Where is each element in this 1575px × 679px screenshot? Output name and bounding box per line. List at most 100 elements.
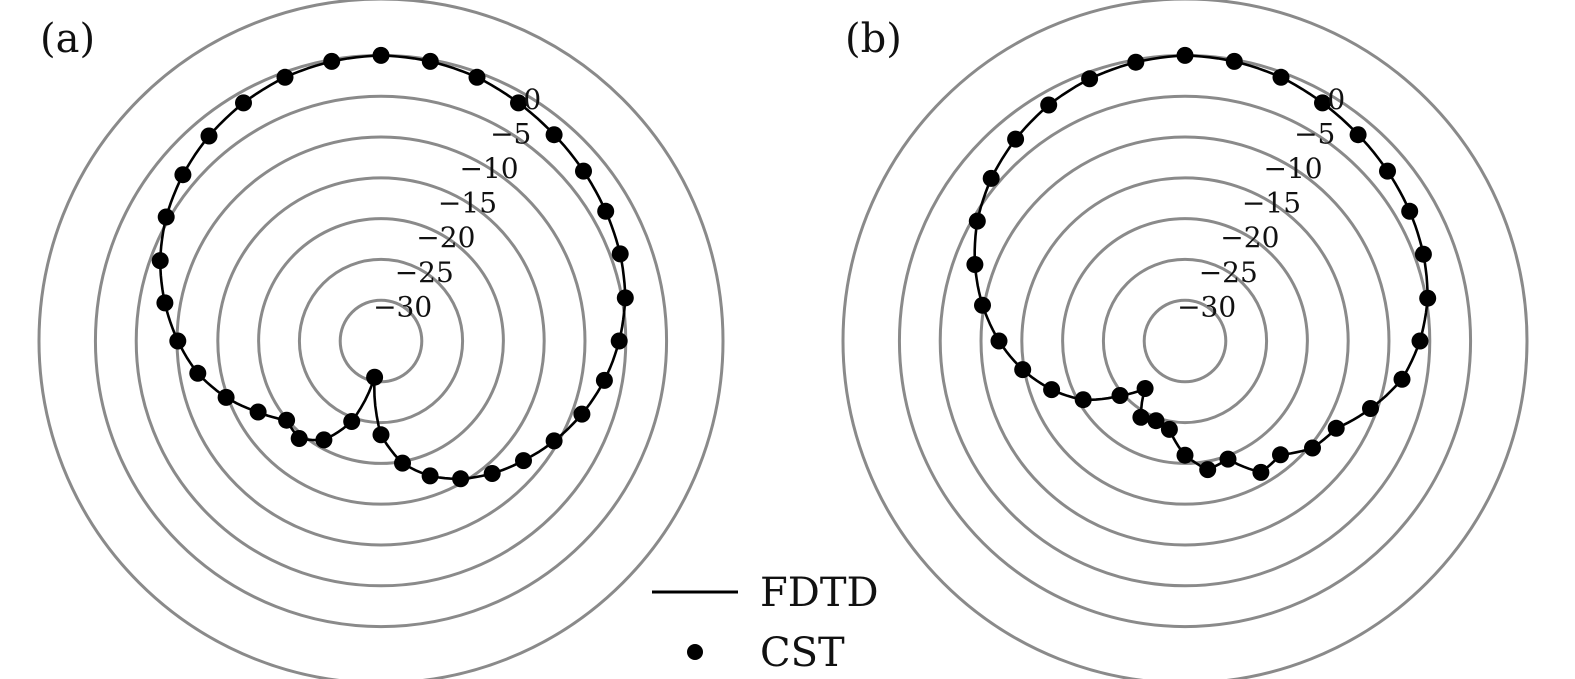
series-point-cst <box>1136 380 1154 397</box>
series-point-cst <box>1225 52 1243 70</box>
series-point-cst <box>545 432 563 450</box>
grid-ring <box>1061 217 1309 465</box>
grid-ring <box>979 135 1391 547</box>
radial-tick-label: −10 <box>460 152 519 185</box>
series-point-cst <box>1111 387 1129 404</box>
series-point-cst <box>1081 70 1099 88</box>
series-point-cst <box>323 52 341 70</box>
series-point-cst <box>421 52 439 70</box>
radial-tick-label: 0 <box>523 83 541 116</box>
series-point-cst <box>510 94 527 112</box>
series-point-cst <box>372 46 390 64</box>
series-point-cst <box>1393 370 1411 388</box>
traces-a <box>151 46 634 488</box>
radial-tick-labels-a: 0−5−10−15−20−25−30 <box>373 83 541 324</box>
series-point-cst <box>597 202 615 220</box>
grid-ring <box>1020 176 1350 506</box>
series-point-cst <box>1401 202 1419 220</box>
grid-ring <box>1142 298 1228 384</box>
series-point-cst <box>452 470 470 488</box>
series-point-cst <box>1349 126 1367 144</box>
series-point-cst <box>1379 162 1396 180</box>
series-point-cst <box>366 368 384 386</box>
series-point-cst <box>1314 94 1331 112</box>
series-point-cst <box>1160 420 1178 438</box>
radial-tick-label: −20 <box>416 221 475 254</box>
series-point-cst <box>189 364 207 382</box>
legend-fdtd-label: FDTD <box>760 570 879 616</box>
radial-tick-label: −15 <box>438 187 497 220</box>
radial-tick-label: −30 <box>1177 290 1236 323</box>
legend-cst-marker-swatch <box>687 644 703 660</box>
series-point-cst <box>468 68 486 86</box>
panel-label-a: (a) <box>40 16 95 62</box>
series-point-cst <box>610 332 628 350</box>
series-point-cst <box>156 294 174 312</box>
series-point-cst <box>545 126 563 144</box>
series-point-cst <box>421 467 439 485</box>
series-point-cst <box>1176 446 1194 464</box>
series-point-cst <box>483 465 501 482</box>
series-point-cst <box>1327 419 1345 437</box>
series-line-fdtd <box>158 54 627 481</box>
series-point-cst <box>169 332 187 350</box>
polar-panel-b: (b) 0−5−10−15−20−25−30 <box>841 0 1529 679</box>
series-point-cst <box>515 452 532 470</box>
radial-tick-label: −25 <box>395 256 454 289</box>
radial-tick-label: −5 <box>1294 117 1335 150</box>
series-point-cst <box>1132 408 1150 426</box>
grid-ring <box>897 53 1473 629</box>
series-point-cst <box>968 212 986 230</box>
series-point-cst <box>249 403 267 421</box>
series-point-cst <box>1199 461 1217 479</box>
series-point-cst <box>1043 381 1061 399</box>
series-point-cst <box>1272 68 1290 86</box>
series-point-cst <box>343 413 361 430</box>
radial-tick-label: −30 <box>373 290 432 323</box>
grid-ring <box>938 94 1432 588</box>
series-point-cst <box>1272 446 1289 464</box>
series-point-cst <box>315 431 333 449</box>
series-point-cst <box>982 169 1000 187</box>
series-point-cst <box>1362 400 1379 417</box>
series-point-cst <box>200 127 218 145</box>
grid-ring <box>297 257 465 425</box>
series-point-cst <box>1147 412 1165 430</box>
series-point-cst <box>1219 450 1237 468</box>
series-point-cst <box>290 430 308 447</box>
grid-ring <box>175 135 587 547</box>
outer-grid-ring <box>37 0 725 679</box>
series-point-cst <box>151 252 169 270</box>
series-point-cst <box>595 371 613 389</box>
series-point-cst <box>157 208 175 226</box>
traces-b <box>966 46 1437 481</box>
series-point-cst <box>990 332 1008 350</box>
series-point-cst <box>1007 130 1025 148</box>
grid-ring <box>257 217 505 465</box>
series-point-cst <box>1040 96 1058 114</box>
series-point-cst <box>394 454 411 472</box>
legend: FDTD CST <box>652 570 879 676</box>
grid-ring <box>134 94 628 588</box>
series-point-cst <box>278 411 296 429</box>
outer-grid-ring <box>841 0 1529 679</box>
series-point-cst <box>611 245 629 263</box>
series-point-cst <box>1252 463 1270 481</box>
legend-cst-label: CST <box>760 630 845 676</box>
series-point-cst <box>217 388 235 406</box>
series-point-cst <box>1127 53 1145 71</box>
series-point-cst <box>974 296 991 314</box>
series-point-cst <box>174 166 192 184</box>
series-point-cst <box>616 289 634 307</box>
series-point-cst <box>966 256 984 273</box>
panel-label-b: (b) <box>845 16 902 62</box>
series-point-cst <box>1176 46 1194 64</box>
series-point-cst <box>235 94 252 112</box>
series-point-cst <box>1074 391 1092 409</box>
series-point-cst <box>573 405 591 423</box>
series-point-cst <box>1411 332 1429 350</box>
series-point-cst <box>1304 439 1321 457</box>
radial-tick-label: −5 <box>490 117 531 150</box>
series-point-cst <box>575 162 592 180</box>
